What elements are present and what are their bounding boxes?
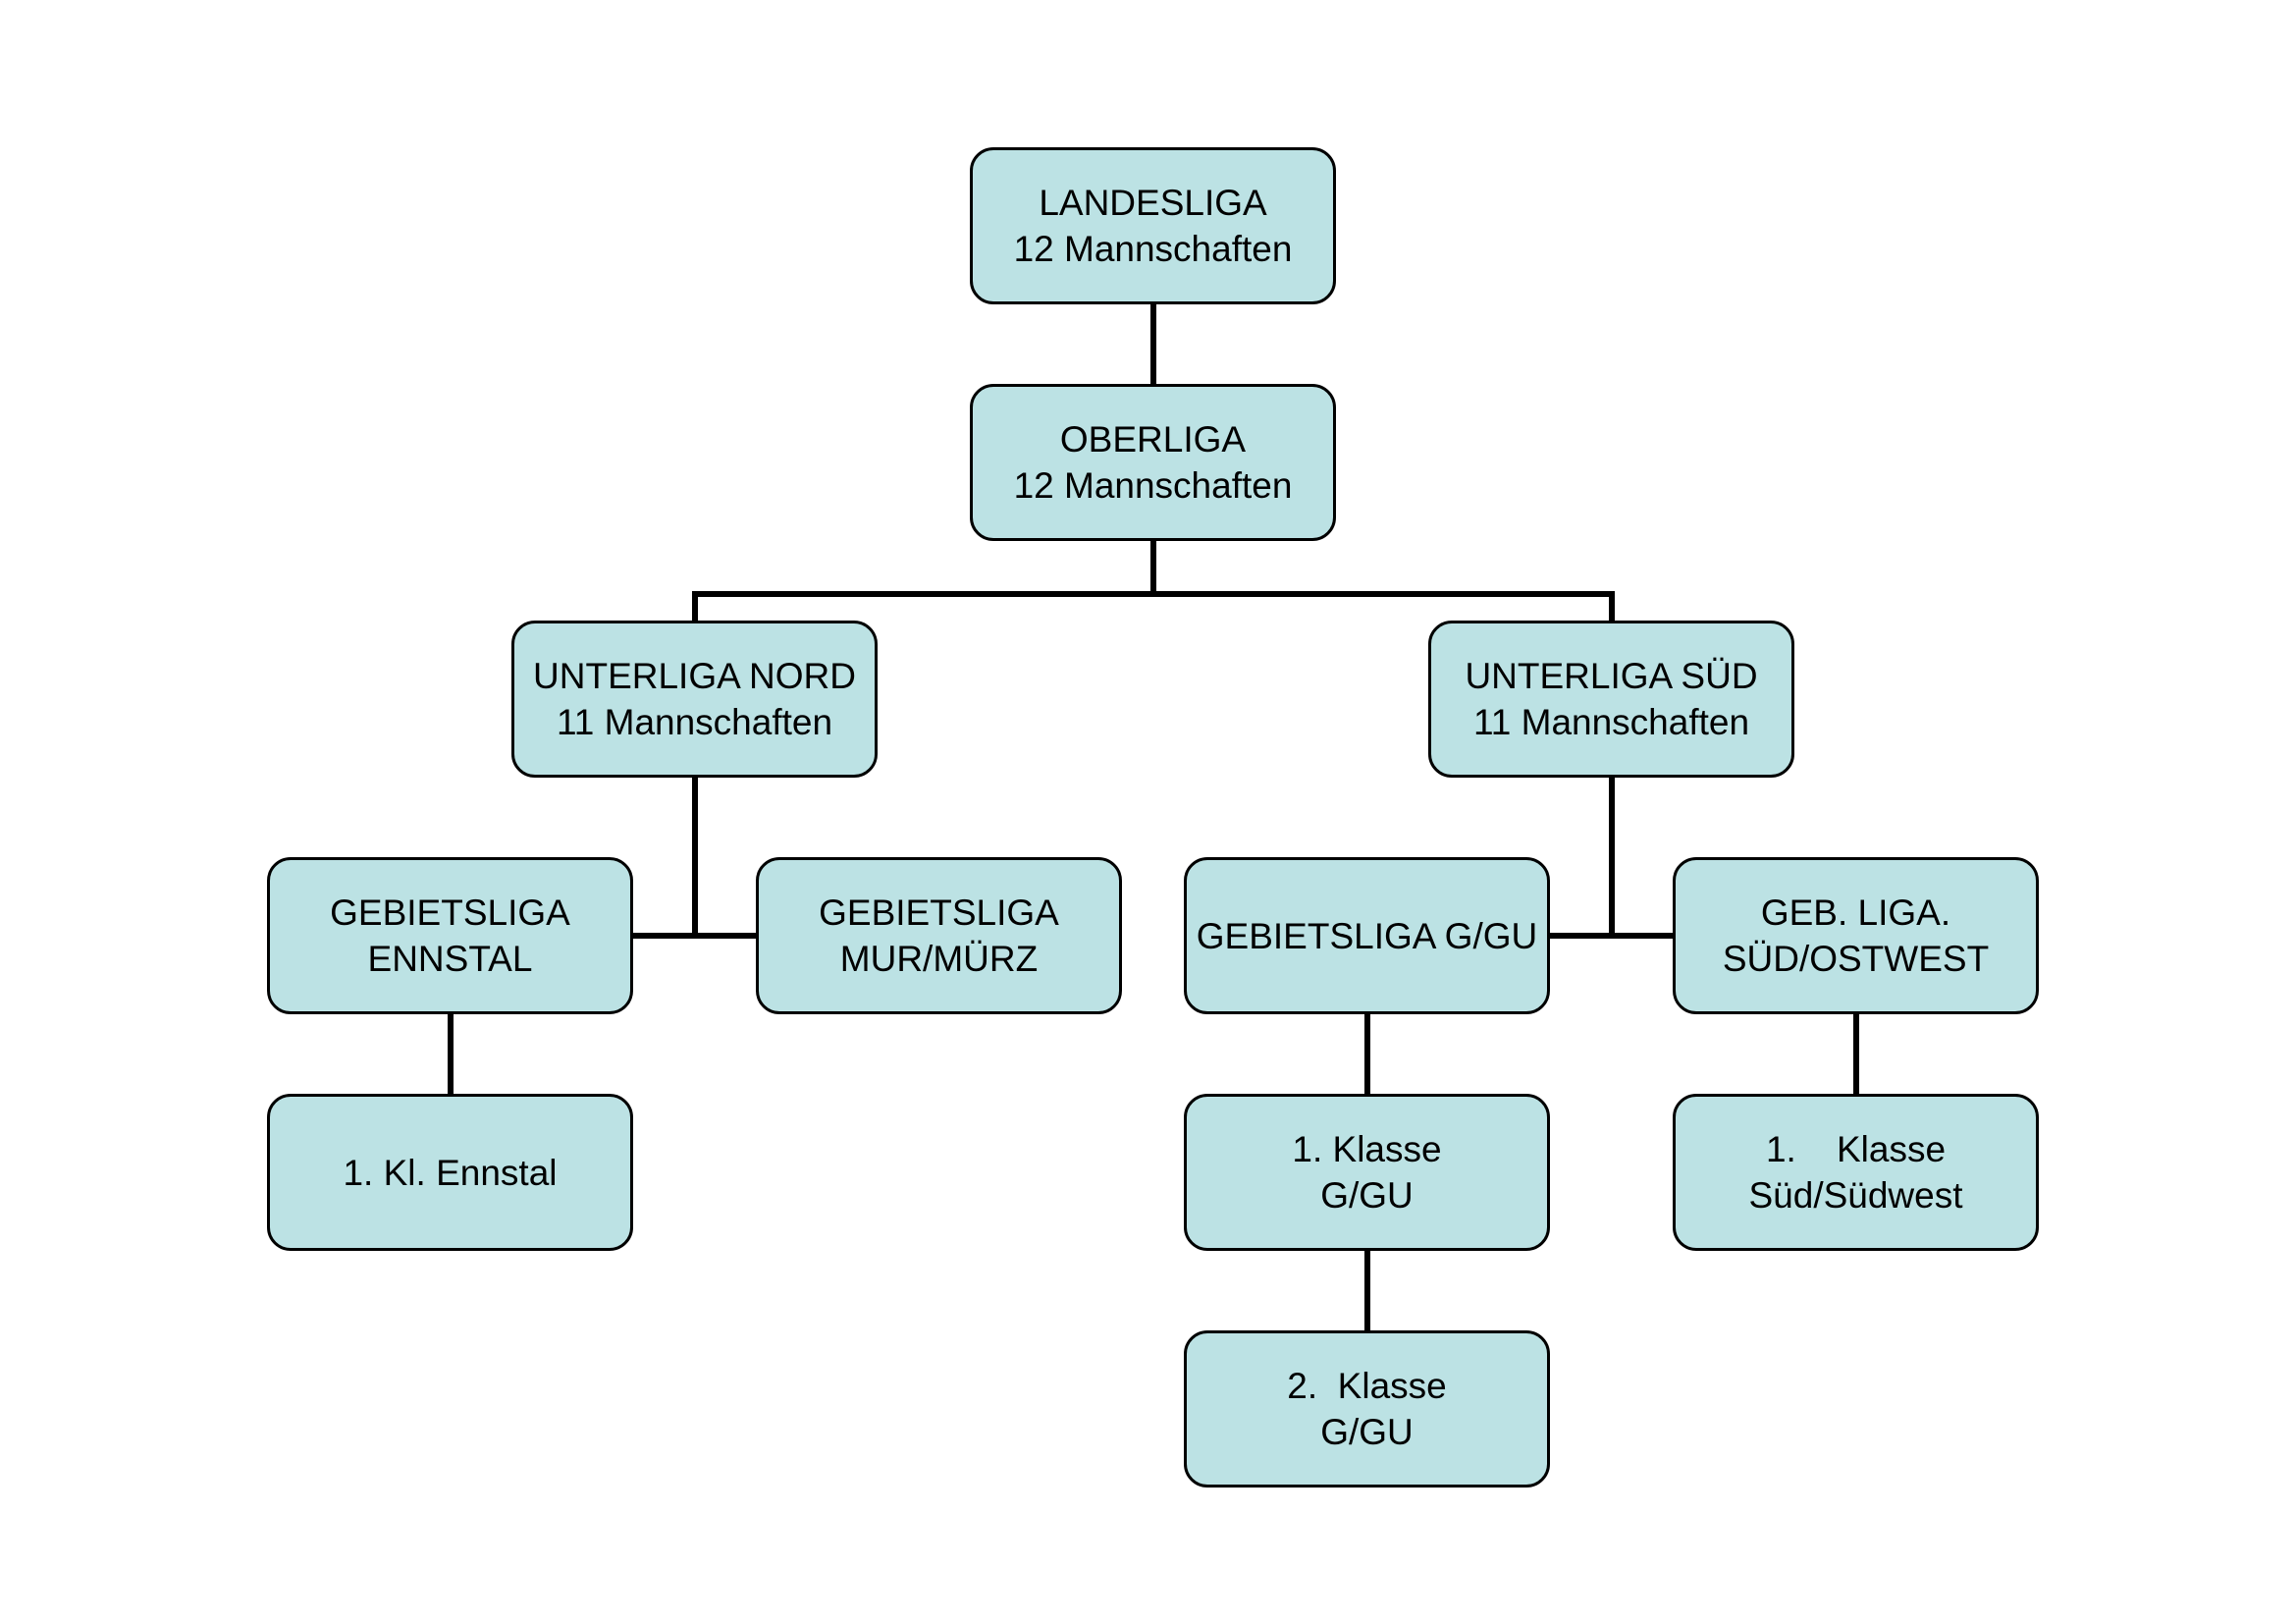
node-label-line2: ENNSTAL: [367, 939, 533, 979]
node-2-klasse-g-gu: 2. Klasse G/GU: [1184, 1330, 1550, 1488]
node-label-line1: OBERLIGA: [1059, 419, 1247, 460]
node-label-line2: Süd/Südwest: [1748, 1175, 1963, 1216]
node-unterliga-nord: UNTERLIGA NORD 11 Mannschaften: [511, 621, 878, 778]
node-label-line2: G/GU: [1320, 1412, 1414, 1452]
node-oberliga: OBERLIGA 12 Mannschaften: [970, 384, 1336, 541]
node-label-line1: 1. Klasse: [1292, 1129, 1442, 1169]
node-gebietsliga-mur-muerz: GEBIETSLIGA MUR/MÜRZ: [756, 857, 1122, 1014]
node-label-line1: 1. Kl. Ennstal: [343, 1152, 558, 1193]
node-label-line2: 11 Mannschaften: [1472, 702, 1750, 742]
node-label-line1: GEBIETSLIGA G/GU: [1196, 915, 1538, 956]
node-label-line2: 12 Mannschaften: [1013, 465, 1293, 506]
node-label-line2: 12 Mannschaften: [1013, 229, 1293, 269]
node-label-line2: SÜD/OSTWEST: [1722, 939, 1990, 979]
node-geb-liga-sued-ostwest: GEB. LIGA. SÜD/OSTWEST: [1673, 857, 2039, 1014]
node-1-klasse-sued-suedwest: 1. Klasse Süd/Südwest: [1673, 1094, 2039, 1251]
node-unterliga-sued: UNTERLIGA SÜD 11 Mannschaften: [1428, 621, 1794, 778]
node-1-kl-ennstal: 1. Kl. Ennstal: [267, 1094, 633, 1251]
node-label-line2: 11 Mannschaften: [556, 702, 833, 742]
node-label-line1: GEBIETSLIGA: [819, 893, 1059, 933]
node-label-line1: LANDESLIGA: [1039, 183, 1267, 223]
node-label-line1: 1. Klasse: [1765, 1129, 1947, 1169]
node-label-line1: GEBIETSLIGA: [330, 893, 570, 933]
node-landesliga: LANDESLIGA 12 Mannschaften: [970, 147, 1336, 304]
node-label-line1: UNTERLIGA NORD: [533, 656, 856, 696]
node-label-line1: UNTERLIGA SÜD: [1465, 656, 1758, 696]
node-label-line1: GEB. LIGA.: [1760, 893, 1951, 933]
node-label-line2: MUR/MÜRZ: [839, 939, 1039, 979]
node-gebietsliga-g-gu: GEBIETSLIGA G/GU: [1184, 857, 1550, 1014]
node-gebietsliga-ennstal: GEBIETSLIGA ENNSTAL: [267, 857, 633, 1014]
node-1-klasse-g-gu: 1. Klasse G/GU: [1184, 1094, 1550, 1251]
node-label-line1: 2. Klasse: [1287, 1366, 1447, 1406]
node-label-line2: G/GU: [1320, 1175, 1414, 1216]
